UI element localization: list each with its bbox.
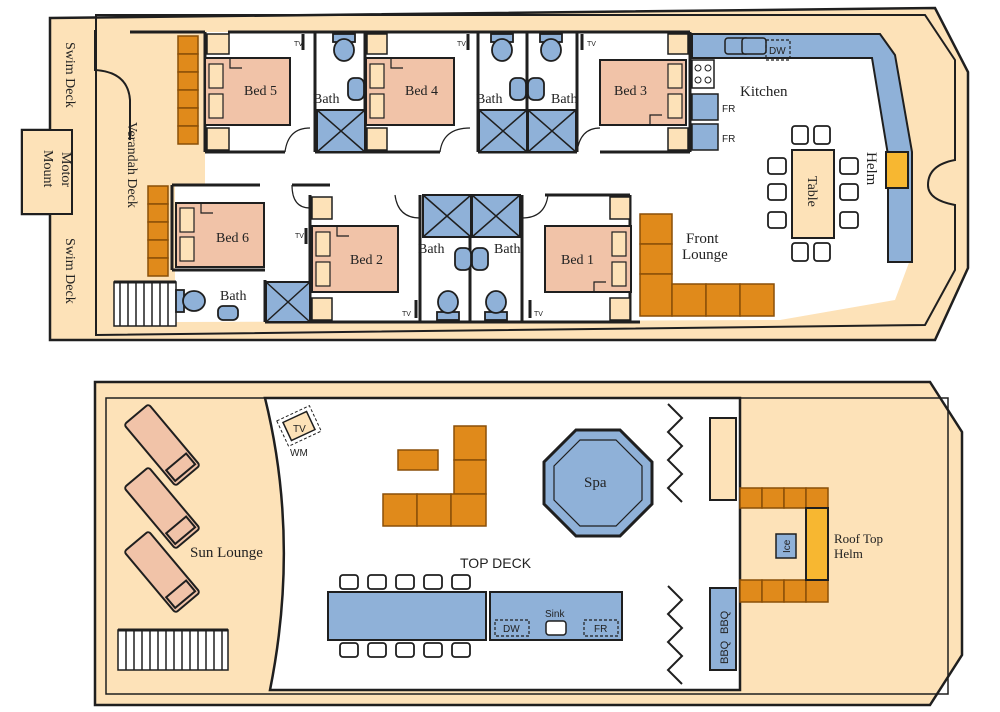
kitchen-counter xyxy=(691,33,913,263)
verandah-bench-bottom xyxy=(147,185,169,277)
sun-loungers xyxy=(124,404,200,613)
roof-helm-seating xyxy=(739,487,829,603)
bed-6-label: Bed 6 xyxy=(216,231,249,246)
top-dishwasher xyxy=(494,619,530,637)
sun-lounge-label: Sun Lounge xyxy=(190,545,263,561)
top-lounge-sofa xyxy=(382,425,487,527)
bed-1-label: Bed 1 xyxy=(561,253,594,268)
svg-text:TV: TV xyxy=(587,41,596,48)
tv-markers: TV TV TV TV TV TV xyxy=(294,34,596,318)
fridge-1 xyxy=(691,93,719,121)
bath-label-bed1: Bath xyxy=(494,242,520,257)
kitchen-label: Kitchen xyxy=(740,84,788,100)
top-dining-table xyxy=(327,574,487,658)
roof-helm-label-2: Helm xyxy=(834,546,863,561)
bbq-unit xyxy=(709,587,737,671)
bed-4-label: Bed 4 xyxy=(405,84,438,99)
bed-1: Bed 1 xyxy=(544,225,632,293)
swim-deck-top-label: Swim Deck xyxy=(62,42,77,108)
bath-label-bed4: Bath xyxy=(476,92,502,107)
motor-mount-label-1: Motor xyxy=(58,152,73,187)
svg-text:TV: TV xyxy=(534,311,543,318)
front-lounge-label-1: Front xyxy=(686,231,719,247)
top-deck-floor xyxy=(263,396,742,692)
lower-deck: Swim Deck Motor Mount Swim Deck Verandah… xyxy=(20,6,970,342)
sink-label: Sink xyxy=(545,609,565,620)
bed-6: Bed 6 xyxy=(175,202,265,268)
bath-label-bed3: Bath xyxy=(551,92,577,107)
front-lounge-sofa xyxy=(639,213,775,317)
bbq-label-1: BBQ xyxy=(719,610,731,634)
wm-label: WM xyxy=(290,448,308,459)
basins xyxy=(217,77,545,321)
top-tv-label: TV xyxy=(293,424,306,435)
bath-label-bed2: Bath xyxy=(418,242,444,257)
top-dishwasher-label: DW xyxy=(503,624,520,635)
railing-zigzag-top xyxy=(666,403,684,503)
bed-3: Bed 3 xyxy=(599,59,687,126)
helm-label: Helm xyxy=(863,152,879,186)
bed-3-label: Bed 3 xyxy=(614,84,647,99)
lower-stairs xyxy=(113,280,177,327)
dishwasher-label: DW xyxy=(769,46,786,57)
door-arcs xyxy=(284,127,601,219)
bed-4: Bed 4 xyxy=(365,57,455,126)
bed-5: Bed 5 xyxy=(204,57,291,126)
swim-deck-bottom-label: Swim Deck xyxy=(62,238,77,304)
fridge-2-label: FR xyxy=(722,134,735,145)
top-deck: Sun Lounge TV WM xyxy=(93,380,964,707)
top-deck-title: TOP DECK xyxy=(460,555,532,571)
top-stairs xyxy=(117,628,229,671)
motor-mount-label-2: Mount xyxy=(40,150,55,187)
top-cabinet xyxy=(709,417,737,501)
spa-label: Spa xyxy=(584,475,607,491)
spa-pool: Spa xyxy=(542,428,654,538)
ice-box xyxy=(775,533,797,559)
fridge-1-label: FR xyxy=(722,104,735,115)
svg-text:TV: TV xyxy=(402,311,411,318)
roof-helm-label-1: Roof Top xyxy=(834,531,883,546)
dishwasher xyxy=(765,39,791,61)
roof-helm-console xyxy=(805,507,829,581)
svg-text:TV: TV xyxy=(457,41,466,48)
top-fridge xyxy=(583,619,619,637)
helm-console xyxy=(885,151,909,189)
bed-2-label: Bed 2 xyxy=(350,253,383,268)
front-lounge-label-2: Lounge xyxy=(682,247,728,263)
bed-2: Bed 2 xyxy=(311,225,399,293)
svg-text:TV: TV xyxy=(295,233,304,240)
bath-label-bed6: Bath xyxy=(220,289,246,304)
sink xyxy=(545,620,567,636)
verandah-deck-label: Verandah Deck xyxy=(124,122,139,208)
bath-label-bed5: Bath xyxy=(313,92,339,107)
table-label: Table xyxy=(804,176,819,207)
top-fridge-label: FR xyxy=(594,624,607,635)
cabin-outline xyxy=(95,14,956,337)
railing-zigzag-bottom xyxy=(666,585,684,685)
bed-5-label: Bed 5 xyxy=(244,84,277,99)
bar-counter: DW Sink FR xyxy=(489,591,623,641)
wardrobes xyxy=(206,33,689,321)
shower-crosses xyxy=(265,109,577,323)
verandah-bench-top xyxy=(177,35,199,145)
stovetop xyxy=(691,59,715,89)
dining-table: Table xyxy=(767,125,859,262)
fridge-2 xyxy=(691,123,719,151)
ice-label: Ice xyxy=(782,539,793,553)
svg-text:TV: TV xyxy=(294,41,303,48)
bbq-label-2: BBQ xyxy=(719,640,731,664)
toilets xyxy=(175,33,563,321)
